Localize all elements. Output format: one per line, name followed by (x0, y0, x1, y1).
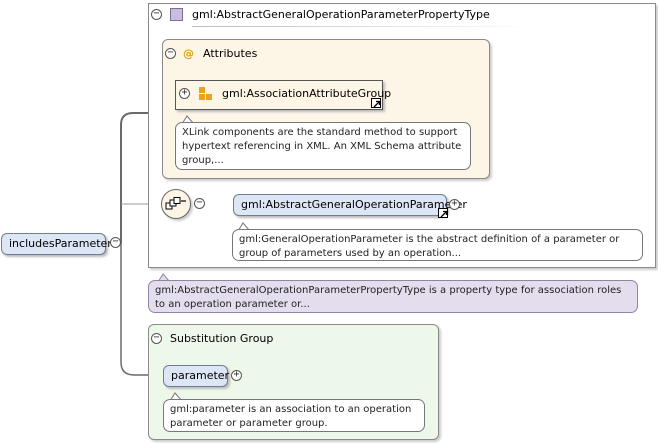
attribute-group-doc: XLink components are the standard method… (175, 122, 471, 170)
substitution-element-doc: gml:parameter is an association to an op… (163, 399, 425, 432)
attribute-group-expand-button[interactable]: + (179, 88, 190, 99)
complex-type-title: gml:AbstractGeneralOperationParameterPro… (192, 8, 490, 21)
attribute-group-icon (199, 87, 213, 101)
attributes-title: Attributes (203, 47, 258, 60)
root-element-node[interactable]: includesParameter (1, 233, 112, 255)
attributes-collapse-button[interactable]: − (165, 48, 176, 59)
complex-type-icon (170, 8, 183, 21)
attribute-group-label: gml:AssociationAttributeGroup (222, 87, 392, 100)
attribute-group-link-icon[interactable] (371, 98, 381, 108)
root-collapse-button[interactable]: − (110, 237, 121, 248)
sequence-collapse-button[interactable]: − (194, 198, 205, 209)
sequence-element-node[interactable]: gml:AbstractGeneralOperationParameter (233, 194, 467, 216)
complex-type-collapse-button[interactable]: − (151, 9, 162, 20)
attribute-at-icon: @ (183, 47, 194, 60)
complex-type-title-underline (192, 26, 532, 27)
sequence-element-link-icon[interactable] (438, 208, 448, 218)
substitution-element-expand-button[interactable]: + (231, 370, 242, 381)
substitution-group-title: Substitution Group (170, 332, 274, 345)
substitution-element-node[interactable]: parameter (163, 365, 229, 387)
substitution-group-collapse-button[interactable]: − (151, 333, 162, 344)
sequence-icon (165, 197, 186, 210)
sequence-element-doc: gml:GeneralOperationParameter is the abs… (232, 229, 643, 261)
complex-type-doc: gml:AbstractGeneralOperationParameterPro… (148, 280, 638, 313)
sequence-element-expand-button[interactable]: + (449, 199, 460, 210)
